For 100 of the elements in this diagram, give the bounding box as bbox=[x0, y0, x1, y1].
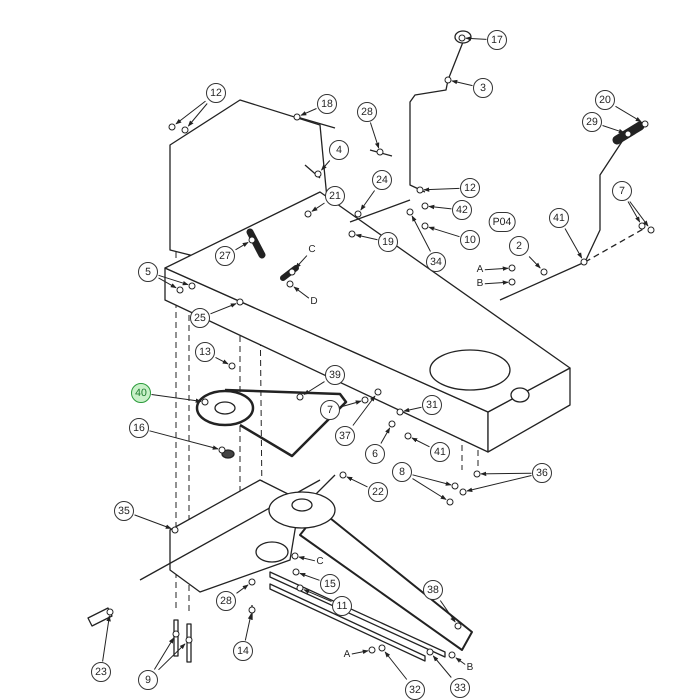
part-point-icon bbox=[452, 482, 458, 490]
leader-line bbox=[340, 400, 362, 408]
leader-line bbox=[293, 286, 310, 299]
part-point-icon bbox=[296, 584, 304, 592]
part-point-icon bbox=[406, 208, 414, 216]
part-point-icon bbox=[422, 202, 428, 210]
reference-letter: A bbox=[476, 264, 484, 276]
part-point-icon bbox=[642, 120, 648, 128]
reference-letter: B bbox=[476, 278, 484, 290]
leader-line bbox=[295, 255, 308, 269]
callout-number: 28 bbox=[216, 591, 236, 611]
callout-number: 24 bbox=[372, 170, 392, 190]
callout-number: 10 bbox=[460, 230, 480, 250]
part-point-icon bbox=[540, 268, 548, 276]
leader-line bbox=[158, 643, 186, 670]
part-point-icon bbox=[396, 408, 404, 416]
callout-number: 12 bbox=[460, 178, 480, 198]
reference-letter: B bbox=[466, 662, 474, 674]
callout-number: 37 bbox=[335, 426, 355, 446]
callout-number: 28 bbox=[357, 102, 377, 122]
part-point-icon bbox=[292, 568, 300, 576]
leader-line bbox=[384, 651, 408, 680]
part-point-icon bbox=[172, 526, 178, 534]
leader-line bbox=[480, 472, 532, 476]
part-point-icon bbox=[460, 488, 466, 496]
leader-line bbox=[102, 615, 111, 662]
callout-number: 41 bbox=[549, 208, 569, 228]
part-point-icon bbox=[404, 432, 412, 440]
callout-number: 29 bbox=[582, 112, 602, 132]
leader-line bbox=[484, 280, 509, 285]
callout-number: 15 bbox=[320, 574, 340, 594]
part-point-icon bbox=[426, 648, 434, 656]
leader-line bbox=[403, 406, 422, 412]
reference-letter: D bbox=[309, 296, 319, 308]
leader-line bbox=[615, 106, 642, 122]
callout-number: 17 bbox=[487, 30, 507, 50]
part-point-icon bbox=[474, 470, 480, 478]
part-point-icon bbox=[228, 362, 236, 370]
callout-number: 41 bbox=[430, 442, 450, 462]
leader-line bbox=[244, 613, 252, 641]
leader-line bbox=[149, 430, 219, 450]
callout-number: 21 bbox=[325, 186, 345, 206]
leader-line bbox=[466, 475, 532, 492]
callout-number: P04 bbox=[488, 212, 516, 232]
leader-line bbox=[451, 80, 473, 86]
callout-number: 42 bbox=[452, 200, 472, 220]
leader-line bbox=[134, 514, 172, 529]
leader-line bbox=[360, 190, 376, 211]
leader-line bbox=[210, 303, 237, 314]
leader-line bbox=[412, 215, 431, 252]
leader-line bbox=[465, 36, 487, 41]
callout-number: 7 bbox=[320, 400, 340, 420]
callout-number: 33 bbox=[450, 678, 470, 698]
callout-number: 4 bbox=[329, 140, 349, 160]
part-point-icon bbox=[444, 76, 452, 84]
callout-number: 36 bbox=[532, 463, 552, 483]
callout-number: 18 bbox=[317, 94, 337, 114]
part-point-icon bbox=[416, 186, 424, 194]
part-point-icon bbox=[508, 278, 516, 286]
callout-number: 11 bbox=[332, 596, 352, 616]
leader-line bbox=[428, 204, 452, 210]
callout-number: 9 bbox=[138, 670, 158, 690]
callout-number: 32 bbox=[405, 680, 425, 700]
callout-number: 6 bbox=[365, 444, 385, 464]
part-point-icon bbox=[168, 124, 176, 130]
part-point-icon bbox=[422, 222, 428, 230]
reference-letter: C bbox=[315, 556, 325, 568]
leader-line bbox=[235, 242, 249, 250]
leader-line bbox=[154, 637, 174, 670]
callout-number: 2 bbox=[509, 236, 529, 256]
leader-line bbox=[484, 266, 509, 271]
leader-line bbox=[188, 103, 208, 127]
part-point-icon bbox=[378, 644, 386, 652]
callout-number: 25 bbox=[190, 308, 210, 328]
part-point-icon bbox=[580, 258, 588, 266]
callout-number: 34 bbox=[426, 252, 446, 272]
callout-number: 8 bbox=[392, 462, 412, 482]
callout-number: 22 bbox=[368, 482, 388, 502]
part-point-icon bbox=[508, 264, 516, 272]
callout-number: 12 bbox=[206, 83, 226, 103]
callout-number: 23 bbox=[91, 662, 111, 682]
part-point-icon bbox=[388, 420, 396, 428]
leader-line bbox=[236, 584, 249, 594]
leader-line bbox=[428, 226, 460, 238]
part-point-icon bbox=[182, 126, 188, 134]
part-point-icon bbox=[172, 630, 180, 638]
callout-number: 38 bbox=[423, 580, 443, 600]
part-point-icon bbox=[638, 222, 646, 230]
part-point-icon bbox=[218, 446, 226, 454]
part-point-icon bbox=[448, 652, 456, 658]
leader-line bbox=[158, 274, 189, 286]
leader-line bbox=[151, 394, 202, 403]
leader-line bbox=[423, 187, 460, 192]
leader-line bbox=[215, 356, 229, 364]
leader-line bbox=[299, 572, 320, 581]
leader-line bbox=[303, 589, 332, 602]
part-point-icon bbox=[248, 578, 256, 586]
leader-line bbox=[298, 556, 316, 562]
leader-line bbox=[628, 201, 640, 223]
leader-line bbox=[380, 427, 390, 444]
